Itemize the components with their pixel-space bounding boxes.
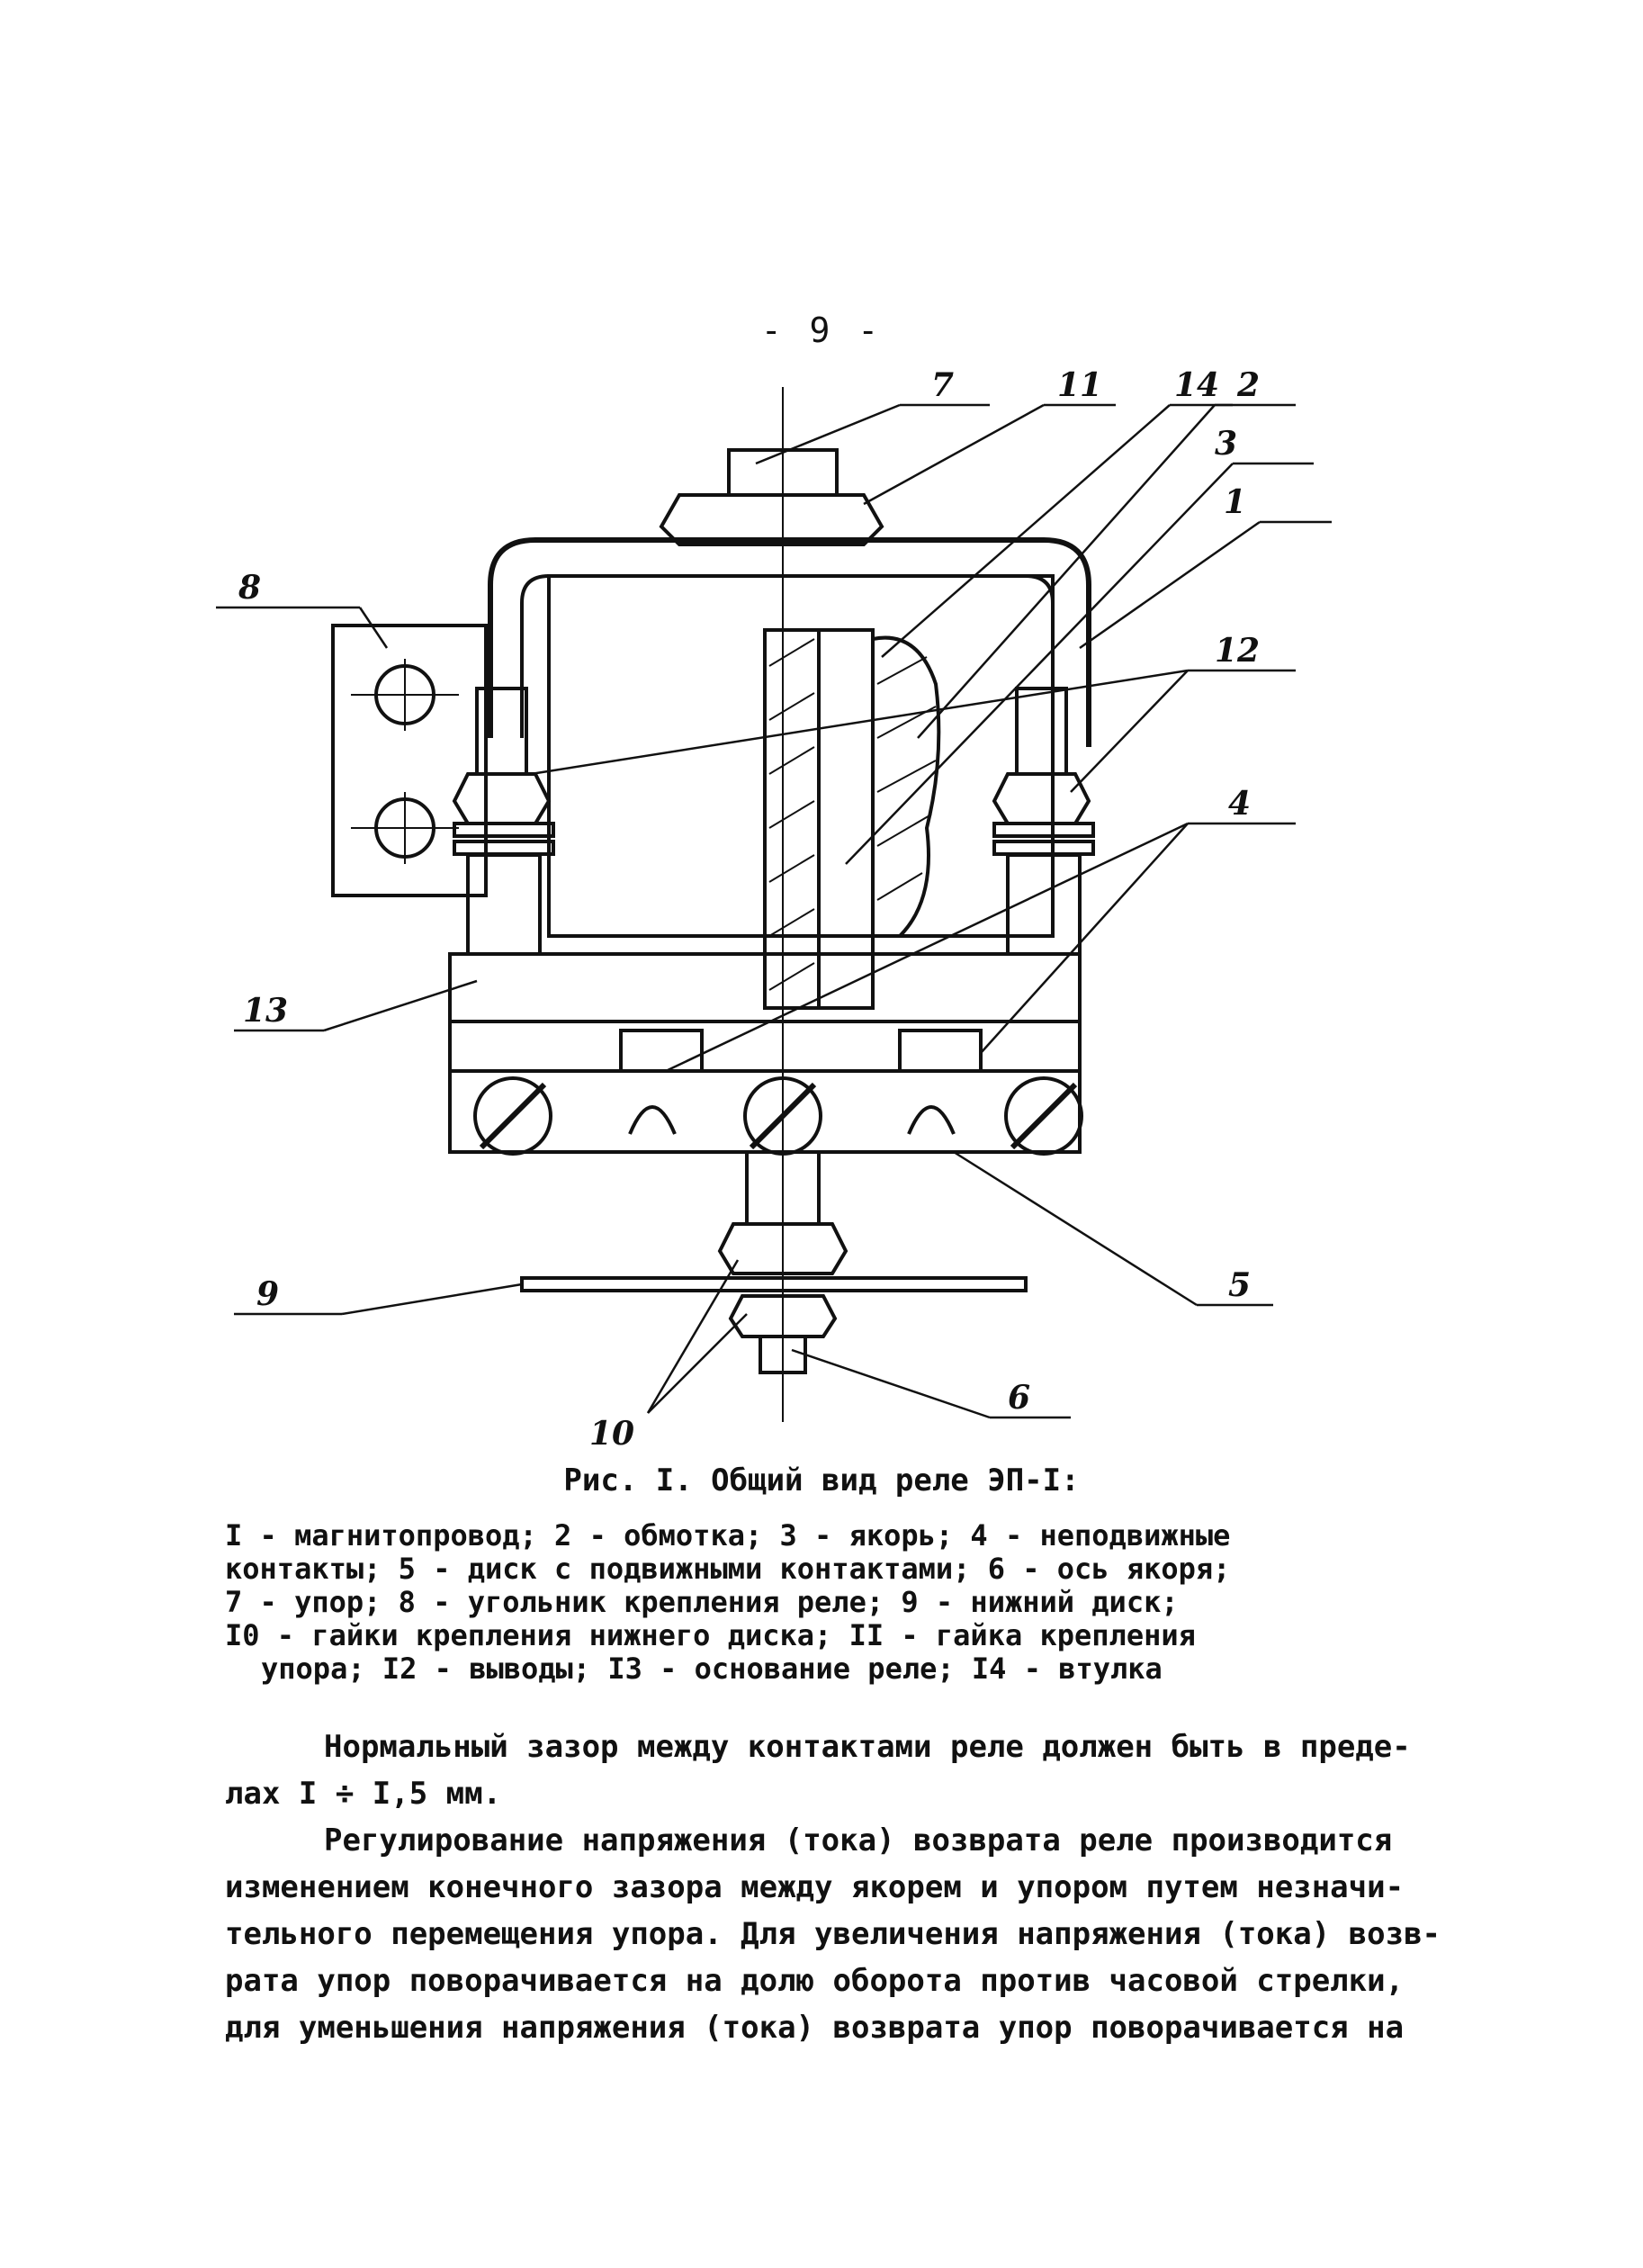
relay-drawing-svg: 7 11 14 2 3 1 8 12 4 13 9 5 10 6 bbox=[216, 366, 1332, 1453]
callout-13: 13 bbox=[243, 992, 288, 1030]
mounting-bracket bbox=[331, 624, 488, 897]
figure-legend: I - магнитопровод; 2 - обмотка; 3 - якор… bbox=[225, 1519, 1287, 1686]
armature-sleeve bbox=[763, 628, 821, 1010]
paragraph-line: рата упор поворачивается на долю оборота… bbox=[225, 1963, 1405, 1999]
leader-lines bbox=[216, 403, 1332, 1419]
winding-cutaway bbox=[871, 635, 941, 938]
relay-drawing: 7 11 14 2 3 1 8 12 4 13 9 5 10 6 bbox=[180, 360, 1350, 1458]
armature bbox=[817, 628, 875, 1010]
callout-8: 8 bbox=[238, 569, 261, 607]
callout-3: 3 bbox=[1215, 425, 1237, 463]
callout-5: 5 bbox=[1228, 1266, 1251, 1304]
legend-line: I0 - гайки крепления нижнего диска; II -… bbox=[225, 1618, 1196, 1652]
figure-caption: Рис. I. Общий вид реле ЭП-I: bbox=[563, 1462, 1080, 1498]
paragraph-line: для уменьшения напряжения (тока) возврат… bbox=[225, 2010, 1405, 2046]
lower-disk bbox=[520, 1276, 1028, 1292]
fixed-contact-right bbox=[907, 1105, 956, 1135]
terminal-right bbox=[992, 687, 1095, 956]
callout-2: 2 bbox=[1236, 366, 1260, 404]
paragraph-line: лах I ÷ I,5 мм. bbox=[225, 1776, 502, 1812]
callout-4: 4 bbox=[1228, 785, 1251, 823]
stop-nut bbox=[659, 493, 884, 546]
callout-12: 12 bbox=[1215, 632, 1260, 670]
fixed-contact-left bbox=[628, 1105, 677, 1135]
base-lower bbox=[448, 1020, 1082, 1073]
contact-screw-left bbox=[473, 1076, 552, 1156]
paragraph-line: тельного перемещения упора. Для увеличен… bbox=[225, 1916, 1441, 1952]
disk-nut-upper bbox=[717, 1222, 848, 1275]
paragraph-line: Нормальный зазор между контактами реле д… bbox=[324, 1729, 1411, 1765]
legend-line: контакты; 5 - диск с подвижными контакта… bbox=[225, 1552, 1231, 1586]
callout-14: 14 bbox=[1174, 366, 1219, 404]
contact-screw-right bbox=[1004, 1076, 1083, 1156]
fixed-contact-plate-left bbox=[619, 1029, 704, 1073]
legend-line: 7 - упор; 8 - угольник крепления реле; 9… bbox=[225, 1585, 1179, 1619]
legend-line: упора; I2 - выводы; I3 - основание реле;… bbox=[261, 1652, 1163, 1686]
hatching bbox=[768, 638, 937, 991]
yoke-inner bbox=[520, 574, 1055, 747]
callout-1: 1 bbox=[1224, 483, 1246, 521]
callout-10: 10 bbox=[589, 1415, 634, 1453]
callout-7: 7 bbox=[931, 366, 954, 404]
callout-9: 9 bbox=[256, 1275, 279, 1313]
paragraph-line: Регулирование напряжения (тока) возврата… bbox=[324, 1822, 1393, 1858]
body-text: Нормальный зазор между контактами реле д… bbox=[225, 1724, 1441, 2051]
paragraph-line: изменением конечного зазора между якорем… bbox=[225, 1869, 1405, 1905]
callout-6: 6 bbox=[1008, 1379, 1030, 1417]
coil-frame bbox=[547, 574, 1055, 938]
disk-nut-lower bbox=[728, 1294, 838, 1338]
legend-line: I - магнитопровод; 2 - обмотка; 3 - якор… bbox=[225, 1518, 1231, 1552]
fixed-contact-plate-right bbox=[898, 1029, 983, 1073]
page-number: - 9 - bbox=[760, 310, 883, 350]
terminal-left bbox=[452, 687, 555, 956]
callout-11: 11 bbox=[1057, 366, 1102, 404]
yoke-outer bbox=[488, 537, 1091, 747]
